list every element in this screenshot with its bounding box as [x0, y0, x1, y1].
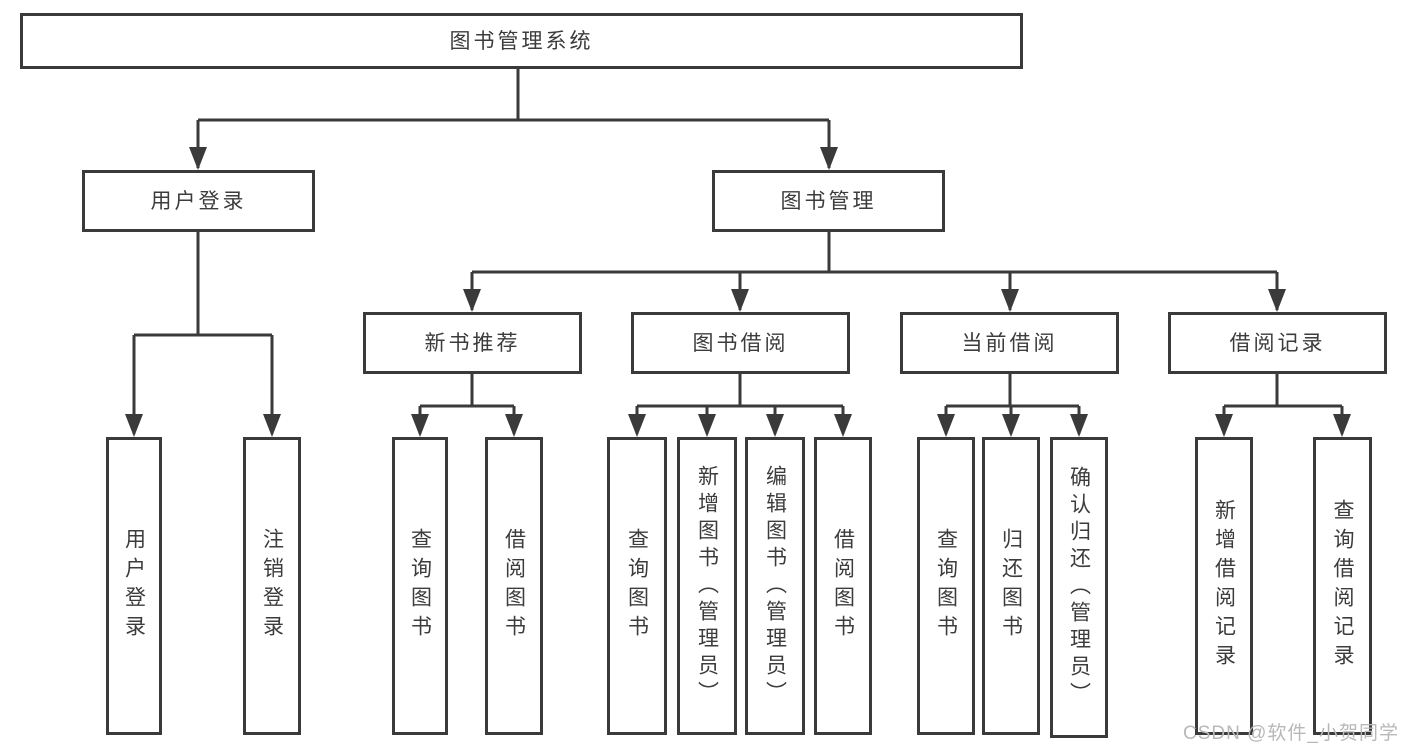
node-current-borrowing: 当前借阅	[900, 312, 1119, 374]
node-label: 用户登录	[150, 189, 247, 213]
node-leaf-query-books-3: 查询图书	[917, 437, 975, 735]
node-label: 借阅图书	[502, 528, 526, 644]
node-leaf-edit-books-admin: 编辑图书（管理员）	[745, 437, 805, 735]
node-label: 借阅记录	[1229, 331, 1326, 355]
node-book-borrowing: 图书借阅	[631, 312, 850, 374]
node-leaf-return-books: 归还图书	[982, 437, 1040, 735]
node-label: 查询图书	[625, 528, 649, 644]
node-label: 当前借阅	[961, 331, 1058, 355]
node-label: 查询图书	[934, 528, 958, 644]
arrowhead-icons	[125, 147, 1351, 437]
node-leaf-confirm-return-admin: 确认归还（管理员）	[1050, 437, 1108, 738]
node-new-book-recommend: 新书推荐	[363, 312, 582, 374]
node-label: 编辑图书（管理员）	[763, 464, 787, 708]
node-leaf-query-books-2: 查询图书	[607, 437, 667, 735]
node-leaf-borrow-books-2: 借阅图书	[814, 437, 872, 735]
node-leaf-query-books-1: 查询图书	[392, 437, 448, 735]
node-label: 查询图书	[408, 528, 432, 644]
node-leaf-logout: 注销登录	[243, 437, 301, 735]
node-label: 借阅图书	[831, 528, 855, 644]
node-leaf-add-borrow-record: 新增借阅记录	[1195, 437, 1253, 735]
node-leaf-query-borrow-record: 查询借阅记录	[1313, 437, 1372, 735]
node-library-management-system: 图书管理系统	[20, 13, 1023, 69]
node-label: 新增借阅记录	[1212, 499, 1236, 673]
node-leaf-add-books-admin: 新增图书（管理员）	[677, 437, 737, 735]
node-label: 用户登录	[122, 528, 146, 644]
node-label: 新书推荐	[424, 331, 521, 355]
node-label: 确认归还（管理员）	[1067, 466, 1091, 709]
node-label: 归还图书	[999, 528, 1023, 644]
tree-connector-lines	[132, 69, 1344, 434]
node-label: 注销登录	[260, 528, 284, 644]
node-leaf-borrow-books-1: 借阅图书	[485, 437, 543, 735]
node-label: 新增图书（管理员）	[695, 464, 719, 708]
node-label: 图书管理	[780, 189, 877, 213]
node-borrowing-records: 借阅记录	[1168, 312, 1387, 374]
node-user-login: 用户登录	[82, 170, 315, 232]
node-book-management: 图书管理	[712, 170, 945, 232]
node-label: 图书管理系统	[449, 29, 594, 53]
node-leaf-user-login: 用户登录	[106, 437, 162, 735]
csdn-watermark: CSDN @软件_小贺同学	[1183, 723, 1399, 744]
node-label: 图书借阅	[692, 331, 789, 355]
node-label: 查询借阅记录	[1331, 499, 1354, 673]
